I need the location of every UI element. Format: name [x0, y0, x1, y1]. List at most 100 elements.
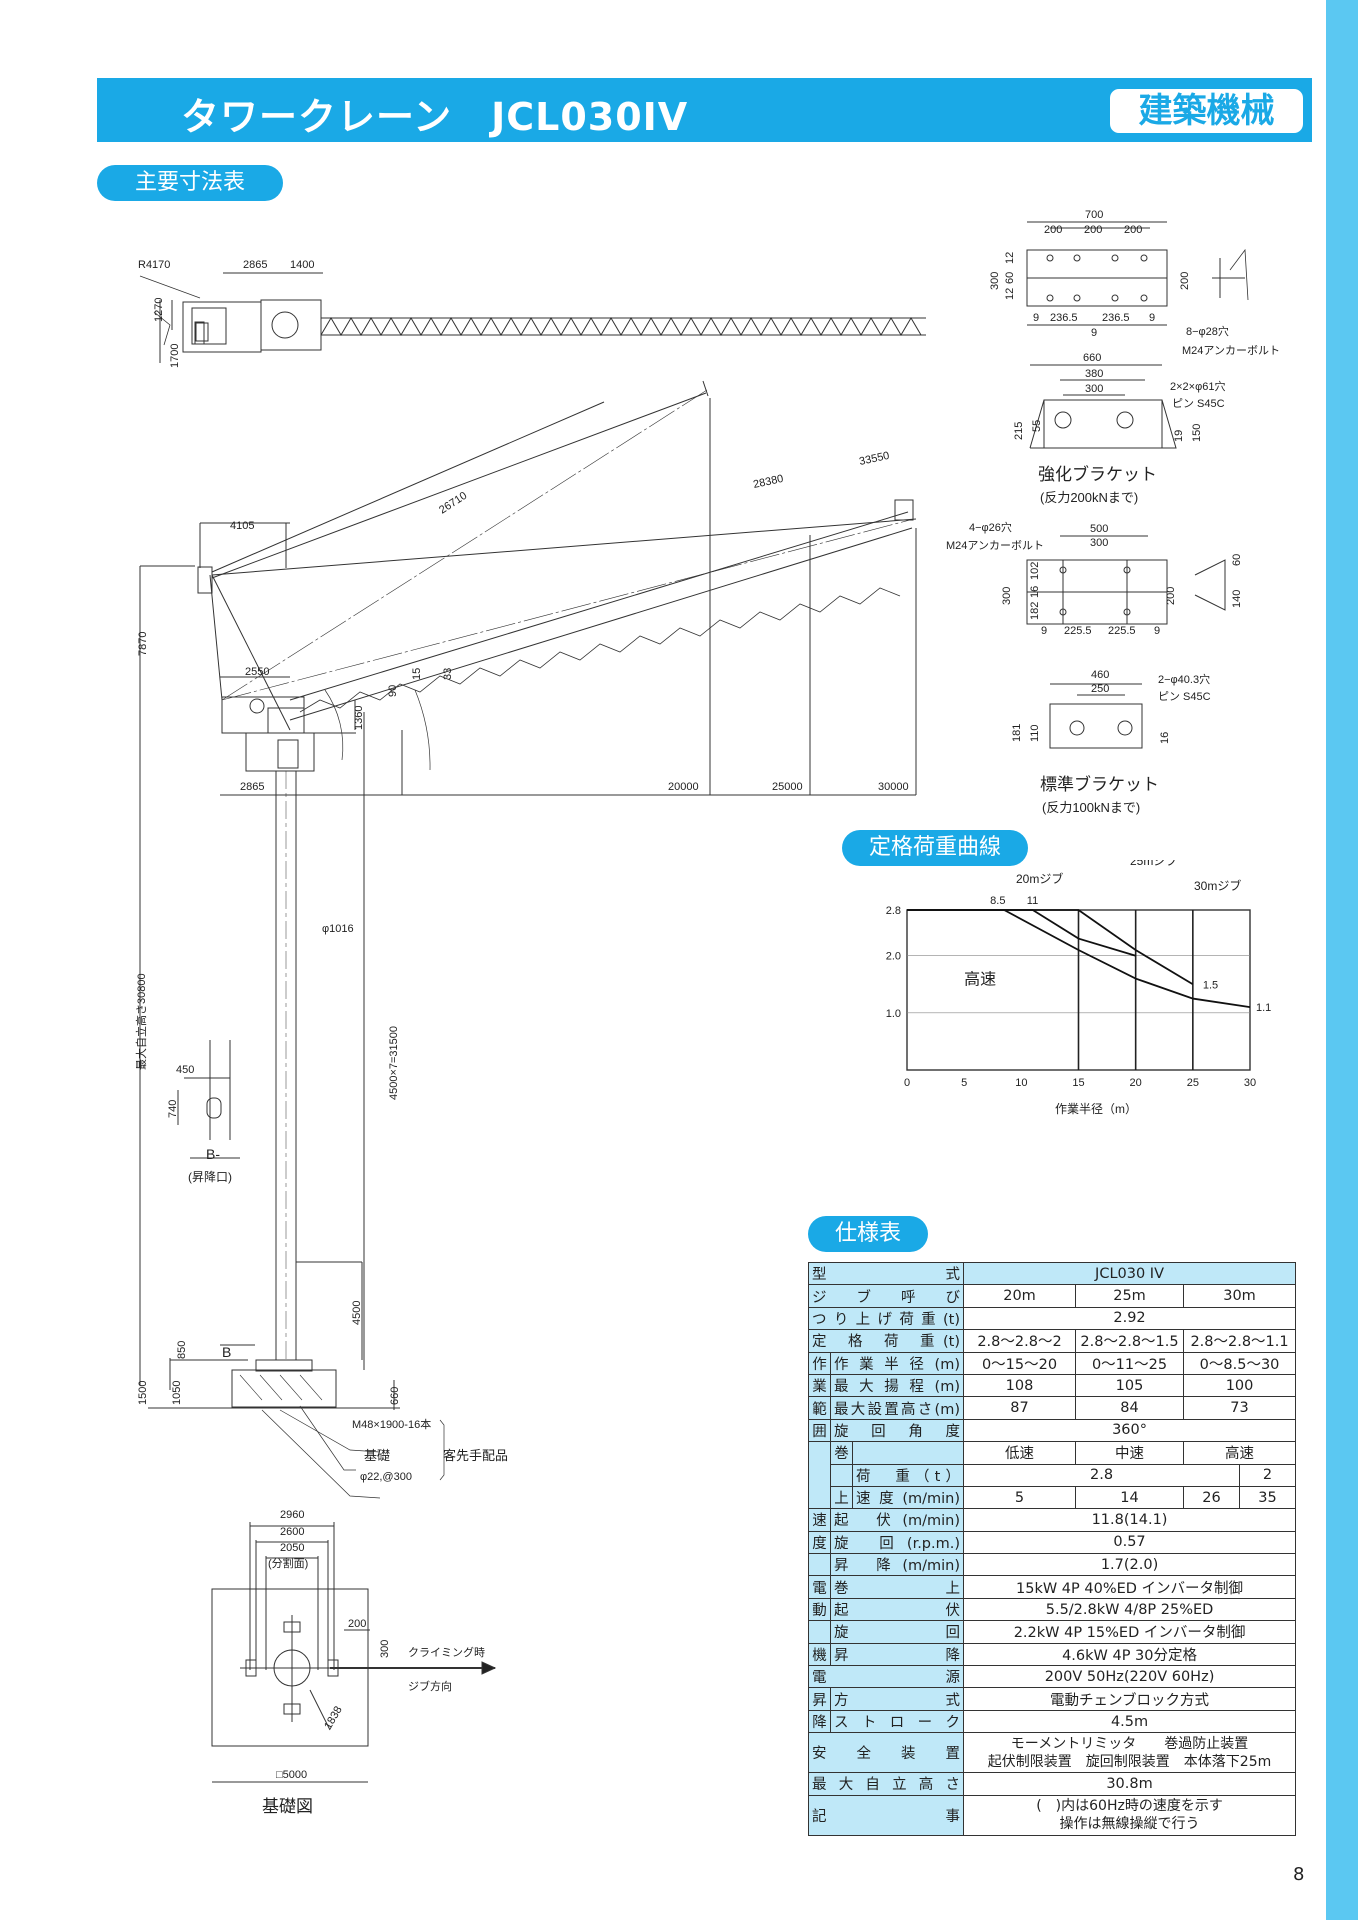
- svg-text:12: 12: [1004, 288, 1016, 300]
- svg-text:□5000: □5000: [276, 1769, 307, 1781]
- svg-text:300: 300: [1090, 537, 1108, 549]
- x-tick-label: 30: [1244, 1077, 1256, 1089]
- svg-text:最大自立高さ30800: 最大自立高さ30800: [134, 973, 148, 1070]
- svg-text:110: 110: [1029, 724, 1041, 742]
- svg-text:200: 200: [1084, 224, 1102, 236]
- x-tick-label: 5: [961, 1077, 967, 1089]
- series-label: 20mジブ: [1016, 871, 1063, 886]
- svg-text:140: 140: [1231, 590, 1243, 608]
- svg-text:(反力100kNまで): (反力100kNまで): [1042, 800, 1140, 815]
- svg-text:380: 380: [1085, 368, 1103, 380]
- elevation-view: [139, 380, 917, 1499]
- annotation-high-speed: 高速: [964, 970, 996, 988]
- svg-text:225.5: 225.5: [1064, 625, 1092, 637]
- svg-text:700: 700: [1085, 209, 1103, 221]
- svg-text:850: 850: [176, 1341, 188, 1359]
- svg-text:ジブ方向: ジブ方向: [408, 1679, 452, 1693]
- svg-text:9: 9: [1149, 312, 1155, 324]
- svg-text:(分割面): (分割面): [268, 1556, 308, 1570]
- svg-text:基礎: 基礎: [364, 1448, 390, 1463]
- svg-text:強化ブラケット: 強化ブラケット: [1038, 464, 1157, 484]
- svg-text:B-: B-: [206, 1146, 220, 1162]
- svg-text:9: 9: [1154, 625, 1160, 637]
- svg-text:M24アンカーボルト: M24アンカーボルト: [1182, 344, 1280, 357]
- svg-text:236.5: 236.5: [1102, 312, 1130, 324]
- svg-text:ピン S45C: ピン S45C: [1158, 690, 1211, 703]
- side-color-band: [1326, 0, 1358, 1920]
- section-dimensions: 主要寸法表: [97, 165, 283, 201]
- category-badge: 建築機械: [1107, 86, 1306, 136]
- svg-text:ピン S45C: ピン S45C: [1172, 397, 1225, 410]
- svg-text:33550: 33550: [858, 450, 890, 468]
- svg-text:φ1016: φ1016: [322, 923, 354, 935]
- svg-text:90: 90: [387, 685, 399, 697]
- svg-text:1270: 1270: [153, 298, 165, 322]
- svg-text:1360: 1360: [353, 706, 365, 730]
- bracket-labels: 700 200 200 200 300 12 60 12 200 9 236.5…: [946, 209, 1280, 815]
- section-load-curve: 定格荷重曲線: [842, 830, 1028, 866]
- svg-text:30000: 30000: [878, 781, 909, 793]
- svg-text:150: 150: [1191, 424, 1203, 442]
- svg-text:2865: 2865: [243, 259, 267, 271]
- svg-text:250: 250: [1091, 683, 1109, 695]
- annotation-11: 11: [1027, 895, 1038, 907]
- series-label: 30mジブ: [1194, 878, 1241, 893]
- svg-text:1050: 1050: [171, 1381, 183, 1405]
- svg-text:B: B: [222, 1344, 231, 1360]
- series-label: 25mジブ: [1130, 860, 1177, 868]
- svg-text:28380: 28380: [752, 473, 784, 491]
- svg-text:1500: 1500: [137, 1381, 149, 1405]
- svg-text:8−φ28穴: 8−φ28穴: [1186, 324, 1229, 338]
- svg-text:60: 60: [1004, 272, 1016, 284]
- x-tick-label: 20: [1130, 1077, 1142, 1089]
- svg-text:M24アンカーボルト: M24アンカーボルト: [946, 539, 1044, 552]
- svg-text:2×2×φ61穴: 2×2×φ61穴: [1170, 379, 1225, 393]
- svg-text:102: 102: [1029, 562, 1041, 580]
- svg-text:2050: 2050: [280, 1542, 304, 1554]
- page-number: 8: [1293, 1864, 1305, 1885]
- y-tick-label: 2.8: [886, 905, 901, 917]
- x-tick-label: 15: [1072, 1077, 1084, 1089]
- svg-text:M48×1900-16本: M48×1900-16本: [352, 1417, 431, 1431]
- svg-text:225.5: 225.5: [1108, 625, 1136, 637]
- svg-text:2550: 2550: [245, 666, 269, 678]
- svg-text:1700: 1700: [169, 344, 181, 368]
- svg-text:7870: 7870: [137, 632, 149, 656]
- svg-text:4500×7=31500: 4500×7=31500: [388, 1026, 400, 1100]
- y-tick-label: 2.0: [886, 951, 901, 963]
- svg-text:26710: 26710: [437, 490, 469, 517]
- x-tick-label: 10: [1015, 1077, 1027, 1089]
- svg-text:φ22,@300: φ22,@300: [360, 1471, 412, 1483]
- annotation-1-1: 1.1: [1256, 1002, 1271, 1014]
- svg-text:16: 16: [1159, 732, 1171, 744]
- x-axis-title: 作業半径（m）: [1055, 1102, 1137, 1116]
- foundation-plan: [211, 1522, 497, 1783]
- svg-text:1400: 1400: [290, 259, 314, 271]
- svg-text:12: 12: [1004, 252, 1016, 264]
- x-tick-label: 0: [904, 1077, 910, 1089]
- page-title: タワークレーン JCL030ⅠⅤ: [181, 95, 689, 139]
- svg-text:2865: 2865: [240, 781, 264, 793]
- svg-text:クライミング時: クライミング時: [408, 1645, 485, 1659]
- svg-text:(昇降口): (昇降口): [188, 1170, 232, 1184]
- svg-text:236.5: 236.5: [1050, 312, 1078, 324]
- svg-text:15: 15: [411, 668, 423, 680]
- svg-text:215: 215: [1013, 422, 1025, 440]
- svg-text:200: 200: [348, 1618, 366, 1630]
- svg-text:2−φ40.3穴: 2−φ40.3穴: [1158, 672, 1210, 686]
- svg-text:1838: 1838: [322, 1704, 345, 1731]
- svg-text:200: 200: [1165, 587, 1177, 605]
- svg-text:9: 9: [1041, 625, 1047, 637]
- svg-text:200: 200: [1179, 272, 1191, 290]
- svg-text:20000: 20000: [668, 781, 699, 793]
- svg-text:標準ブラケット: 標準ブラケット: [1040, 774, 1159, 794]
- svg-text:500: 500: [1090, 523, 1108, 535]
- annotation-8-5: 8.5: [990, 895, 1005, 907]
- plan-view: [139, 272, 926, 363]
- svg-text:200: 200: [1044, 224, 1062, 236]
- y-tick-label: 1.0: [886, 1008, 901, 1020]
- svg-text:181: 181: [1011, 724, 1023, 742]
- svg-text:25000: 25000: [772, 781, 803, 793]
